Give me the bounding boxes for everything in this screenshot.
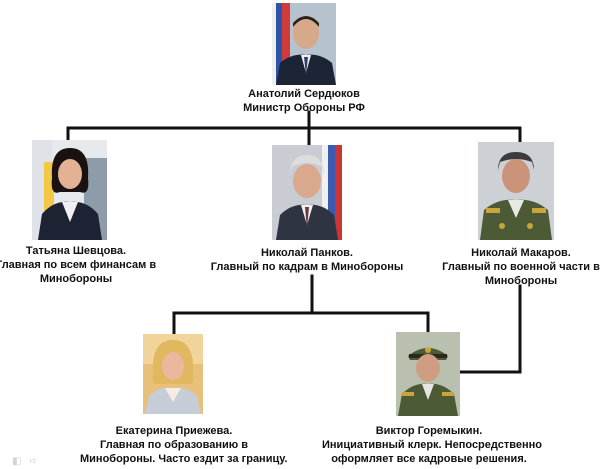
role-priezheva-line1: Главная по образованию в	[100, 439, 248, 451]
next-slide-icon[interactable]: ➪	[29, 456, 46, 467]
name-makarov: Николай Макаров.	[471, 247, 571, 259]
caption-goremykin: Виктор Горемыкин. Инициативный клерк. Не…	[322, 424, 542, 466]
portrait-makarov	[478, 142, 554, 240]
role-goremykin-line1: Инициативный клерк. Непосредственно	[322, 439, 542, 451]
caption-shevtsova: Татьяна Шевцова. Главная по всем финанса…	[0, 244, 156, 286]
caption-priezheva: Екатерина Приежева. Главная по образован…	[80, 424, 288, 466]
photo-pankov	[272, 145, 342, 240]
slide-nav: ◧➪	[12, 456, 46, 467]
caption-pankov: Николай Панков. Главный по кадрам в Мино…	[207, 246, 407, 274]
photo-priezheva	[143, 334, 203, 414]
portrait-shevtsova	[32, 140, 107, 240]
role-serdyukov: Министр Обороны РФ	[243, 102, 365, 114]
caption-makarov: Николай Макаров. Главный по военной част…	[440, 246, 600, 288]
portrait-pankov	[272, 145, 342, 240]
name-priezheva: Екатерина Приежева.	[115, 425, 233, 437]
photo-makarov	[478, 142, 554, 240]
role-pankov: Главный по кадрам в Минобороны	[210, 261, 404, 273]
name-pankov: Николай Панков.	[260, 247, 353, 259]
role-shevtsova-line2: Минобороны	[39, 273, 113, 285]
photo-goremykin	[396, 332, 460, 416]
role-makarov-line1: Главный по военной части в	[442, 261, 600, 273]
role-priezheva-line2: Минобороны. Часто ездит за границу.	[80, 453, 288, 465]
role-makarov-line2: Минобороны	[484, 275, 558, 287]
role-goremykin-line2: оформляет все кадровые решения.	[331, 453, 527, 465]
prev-slide-icon[interactable]: ◧	[12, 456, 30, 467]
name-serdyukov: Анатолий Сердюков	[248, 88, 360, 100]
name-shevtsova: Татьяна Шевцова.	[25, 245, 127, 257]
photo-shevtsova	[32, 140, 107, 240]
photo-serdyukov	[272, 3, 336, 85]
name-goremykin: Виктор Горемыкин.	[375, 425, 483, 437]
portrait-serdyukov	[272, 3, 336, 85]
role-shevtsova-line1: Главная по всем финансам в	[0, 259, 157, 271]
caption-serdyukov: Анатолий Сердюков Министр Обороны РФ	[214, 87, 394, 115]
portrait-goremykin	[396, 332, 460, 416]
portrait-priezheva	[143, 334, 203, 414]
